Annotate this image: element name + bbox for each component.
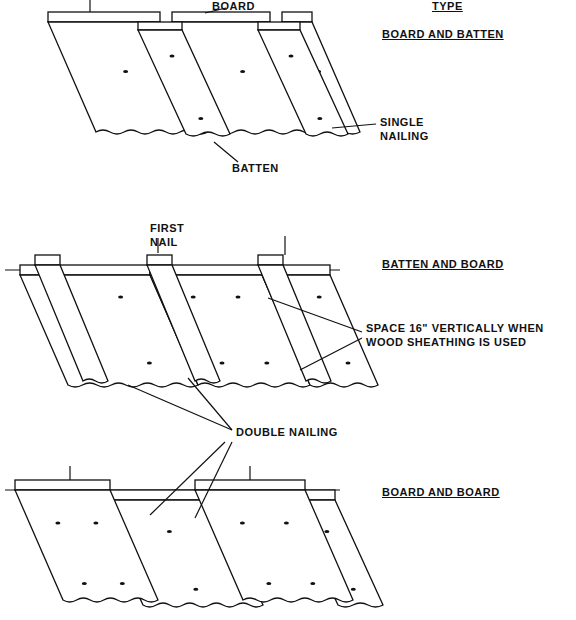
type-heading: BOARD AND BATTEN (382, 28, 504, 42)
part-label: BOARD (212, 0, 255, 14)
type-heading: BOARD AND BOARD (382, 486, 500, 500)
part-label: SINGLE NAILING (380, 116, 460, 144)
part-label: BATTEN (232, 162, 279, 176)
part-label: DOUBLE NAILING (236, 426, 338, 440)
leader-lines (70, 0, 376, 518)
siding-boards (5, 12, 383, 607)
type-heading: TYPE (432, 0, 463, 14)
part-label: FIRST NAIL (150, 222, 190, 250)
type-heading: BATTEN AND BOARD (382, 258, 504, 272)
part-label: SPACE 16" VERTICALLY WHEN WOOD SHEATHING… (366, 322, 566, 350)
